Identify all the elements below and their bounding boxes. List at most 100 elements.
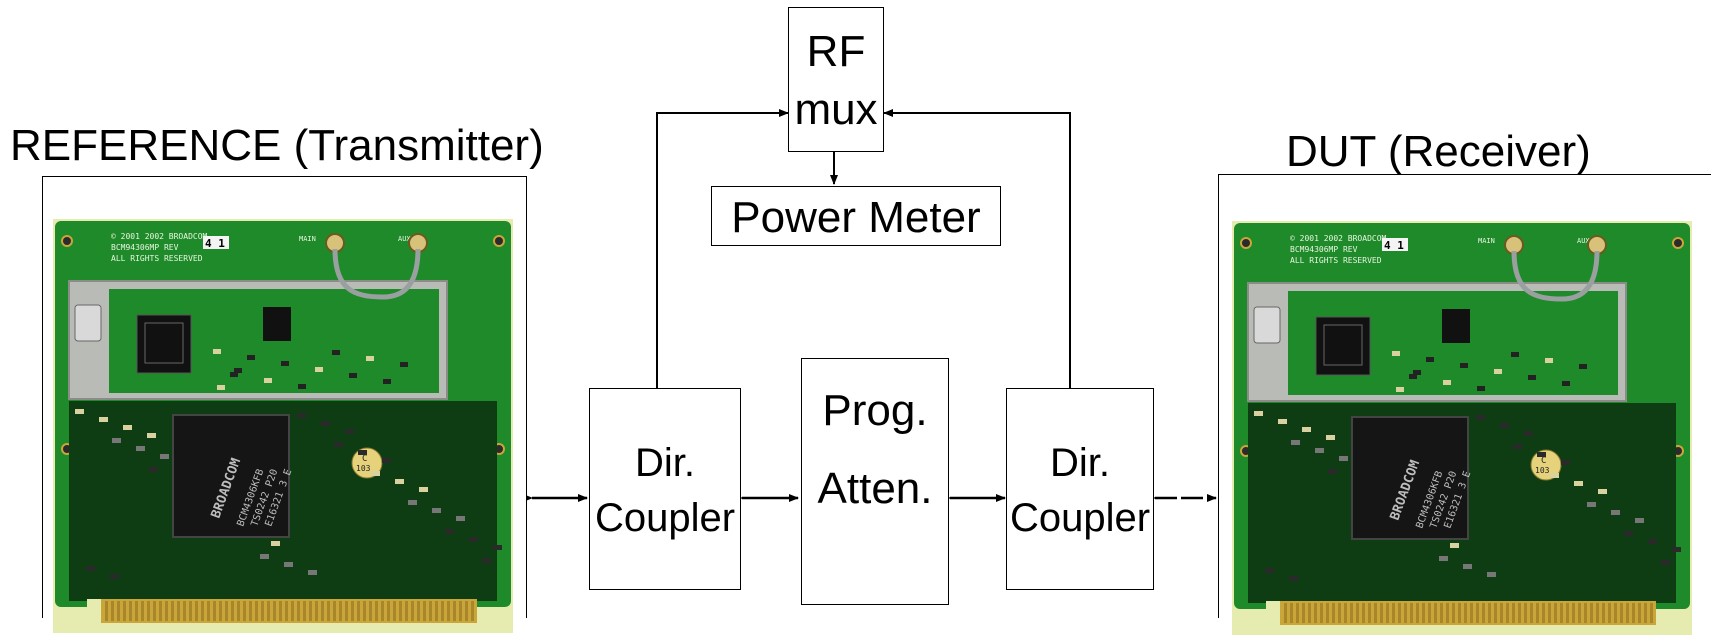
edge-connector (1280, 601, 1656, 625)
edge-connector-pin (447, 601, 450, 621)
edge-connector-pin (363, 601, 366, 621)
smd-component (160, 454, 169, 459)
edge-connector-pin (417, 601, 420, 621)
edge-connector-pin (1416, 603, 1419, 623)
edge-connector-pin (333, 601, 336, 621)
smd-component (298, 384, 306, 389)
edge-connector-pin (387, 601, 390, 621)
edge-connector-pin (1464, 603, 1467, 623)
edge-connector-pin (405, 601, 408, 621)
smd-component (445, 529, 454, 534)
edge-connector-pin (1608, 603, 1611, 623)
edge-connector-pin (213, 601, 216, 621)
smd-component (234, 368, 242, 373)
edge-connector-pin (357, 601, 360, 621)
edge-connector-pin (471, 601, 474, 621)
smd-component (75, 409, 84, 414)
edge-connector-pin (219, 601, 222, 621)
smd-component (284, 562, 293, 567)
edge-connector-pin (195, 601, 198, 621)
edge-connector-pin (1530, 603, 1533, 623)
edge-connector-pin (273, 601, 276, 621)
edge-connector-pin (1434, 603, 1437, 623)
edge-connector-pin (1386, 603, 1389, 623)
smd-component (297, 413, 306, 418)
silkscreen-text: ALL RIGHTS RESERVED (111, 254, 203, 263)
smd-component (1562, 381, 1570, 386)
edge-connector-pin (339, 601, 342, 621)
smd-component (349, 373, 357, 378)
edge-connector-pin (1488, 603, 1491, 623)
smd-component (493, 545, 502, 550)
smd-component (1611, 510, 1620, 515)
silkscreen-text: ALL RIGHTS RESERVED (1290, 256, 1382, 265)
edge-connector-pin (315, 601, 318, 621)
smd-component (1396, 387, 1404, 392)
left-dir-coupler-line-1: Dir. (635, 441, 695, 485)
prog-atten-line-1: Prog. (822, 386, 928, 435)
edge-connector-pin (465, 601, 468, 621)
edge-connector-pin (1638, 603, 1641, 623)
rev-label: 4 1 (205, 237, 225, 250)
edge-connector-pin (279, 601, 282, 621)
capacitor-marking: C (362, 454, 367, 464)
edge-connector-pin (1284, 603, 1287, 623)
smd-component (213, 349, 221, 354)
smd-component (1450, 543, 1459, 548)
edge-connector-pin (1452, 603, 1455, 623)
crystal-oscillator (74, 304, 102, 342)
edge-connector-pin (231, 601, 234, 621)
edge-connector-pin (1566, 603, 1569, 623)
edge-connector-pin (1554, 603, 1557, 623)
edge-connector-pin (201, 601, 204, 621)
smd-component (1537, 452, 1546, 457)
baseband-chip (1351, 416, 1469, 540)
edge-connector-pin (1404, 603, 1407, 623)
edge-connector-pin (1428, 603, 1431, 623)
edge-connector-pin (165, 601, 168, 621)
smd-component (1500, 423, 1509, 428)
smd-component (1511, 352, 1519, 357)
smd-component (395, 479, 404, 484)
smd-component (1524, 431, 1533, 436)
smd-component (1254, 411, 1263, 416)
edge-connector-pin (225, 601, 228, 621)
edge-connector-pin (123, 601, 126, 621)
edge-connector-pin (1644, 603, 1647, 623)
mounting-hole (1240, 237, 1252, 249)
smd-component (1635, 518, 1644, 523)
smd-component (1460, 363, 1468, 368)
rev-label-bg (203, 236, 229, 249)
aux-connector-label: AUX (398, 235, 411, 243)
smd-component (1487, 572, 1496, 577)
smd-component (308, 570, 317, 575)
smd-component (1392, 351, 1400, 356)
rf-chip-die-outline (144, 322, 184, 364)
edge-connector-pin (105, 601, 108, 621)
smd-component (419, 487, 428, 492)
silkscreen-text: BCM94306MP REV (1290, 245, 1358, 254)
smd-component (1463, 564, 1472, 569)
edge-connector-pin (1350, 603, 1353, 623)
edge-connector-pin (1296, 603, 1299, 623)
power-amplifier-chip (1442, 309, 1470, 343)
rf-chip-die-outline (1323, 324, 1363, 366)
smd-component (149, 467, 158, 472)
capacitor-marking: 103 (356, 464, 371, 473)
rf-mux-line-2: mux (794, 85, 878, 134)
edge-connector-pin (1290, 603, 1293, 623)
edge-connector-pin (291, 601, 294, 621)
smd-component (281, 361, 289, 366)
smd-component (1315, 448, 1324, 453)
smd-component (321, 421, 330, 426)
edge-connector-pin (1380, 603, 1383, 623)
crystal-oscillator (1253, 306, 1281, 344)
edge-connector-pin (435, 601, 438, 621)
smd-component (345, 429, 354, 434)
edge-connector-pin (1590, 603, 1593, 623)
smd-component (86, 566, 95, 571)
edge-connector-pin (1392, 603, 1395, 623)
edge-connector-pin (1632, 603, 1635, 623)
connection-wires (523, 109, 1217, 502)
